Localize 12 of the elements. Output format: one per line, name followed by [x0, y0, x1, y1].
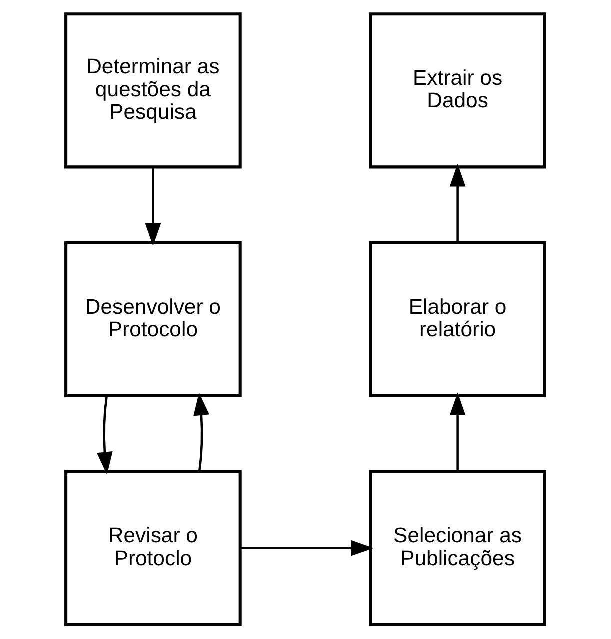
node-box: Selecionar as Publicações: [369, 470, 546, 626]
arrow: [145, 167, 162, 246]
arrow: [450, 392, 466, 472]
node-box: Revisar o Protoclo: [64, 470, 242, 626]
arrow: [96, 396, 113, 475]
arrow: [450, 164, 466, 243]
arrow: [240, 540, 374, 556]
node-box: Determinar as questões da Pesquisa: [64, 12, 242, 169]
node-box: Desenvolver o Protocolo: [64, 241, 242, 398]
arrow: [194, 392, 210, 472]
node-box: Elaborar o relatório: [369, 241, 546, 398]
node-box: Extrair os Dados: [369, 12, 546, 169]
